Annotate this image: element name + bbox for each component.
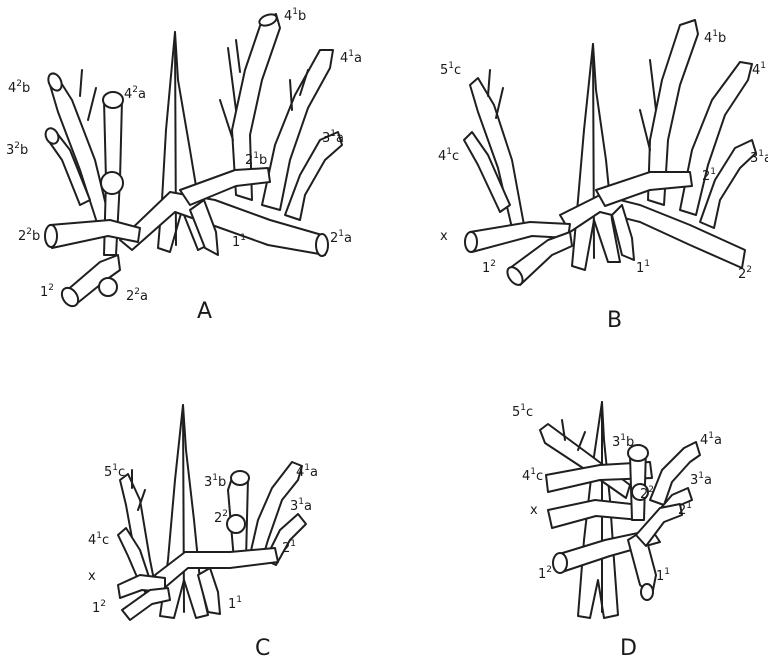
panel-d-label-l1_1: 11 [656, 567, 670, 584]
panel-a-tube-end-2b2 [45, 225, 57, 247]
panel-b-label-l1_1: 11 [636, 259, 650, 276]
panel-a-node-2a2 [99, 278, 117, 296]
panel-a-label-l2b1: 21b [245, 151, 267, 168]
panel-b-label-lx: x [440, 229, 448, 244]
panel-b-tube-end-x [465, 232, 477, 252]
panel-a-label-l2a1: 21a [330, 229, 352, 246]
panel-b-branch-2-1 [596, 172, 692, 206]
panel-a [43, 12, 342, 309]
panel-b-label-l2_2: 22 [738, 265, 752, 282]
panel-b-spike-midline [593, 44, 594, 258]
panel-a-twigs-left [80, 70, 96, 120]
panel-b-label-l4c1: 41c [438, 147, 459, 164]
panel-c-letter: C [255, 636, 270, 661]
panel-d-label-l2_1: 21 [678, 501, 692, 518]
panel-a-label-l4b1: 41b [284, 7, 306, 24]
panel-b-label-l4a1: 41 [752, 61, 766, 78]
panel-c-label-l4c1: 41c [88, 531, 109, 548]
panel-a-label-l4a1: 41a [340, 49, 362, 66]
panel-b [464, 20, 756, 288]
panel-d-tube-end-1-2 [553, 553, 567, 573]
panel-b-label-l4b1: 41b [704, 29, 726, 46]
panel-b-label-l3a1: 31a [750, 149, 768, 166]
panel-a-label-l4a2: 42a [124, 85, 146, 102]
panel-b-central-spike [572, 44, 620, 270]
panel-b-letter: B [607, 308, 622, 333]
panel-d-label-l1_2: 12 [538, 565, 552, 582]
panel-d-label-l3a1: 31a [690, 471, 712, 488]
panel-c [118, 405, 306, 620]
panel-a-label-l3b2: 32b [6, 141, 28, 158]
panel-d-label-l4c1: 41c [522, 467, 543, 484]
panel-a-label-l1_1: 11 [232, 233, 246, 250]
panel-a-label-l1_2: 12 [40, 283, 54, 300]
panel-c-label-l3a1: 31a [290, 497, 312, 514]
panel-c-label-lx: x [88, 569, 96, 584]
panel-c-label-l4a1: 41a [296, 463, 318, 480]
panel-d-tube-end-1-1 [641, 584, 653, 600]
panel-b-label-l1_2: 12 [482, 259, 496, 276]
panel-a-label-l2b2: 22b [18, 227, 40, 244]
panel-d-label-lx: x [530, 503, 538, 518]
panel-c-label-l5c1: 51c [104, 463, 125, 480]
panel-d-letter: D [620, 636, 637, 661]
panel-d-label-l5c1: 51c [512, 403, 533, 420]
panel-a-tube-end-4a2 [103, 92, 123, 108]
panel-a-label-l4b2: 42b [8, 79, 30, 96]
panel-c-label-l2_2: 22 [214, 509, 228, 526]
panel-a-letter: A [197, 299, 212, 324]
panel-c-tube-end-3b1 [231, 471, 249, 485]
panel-a-tube-end-2a [316, 234, 328, 256]
panel-b-label-l5c1: 51c [440, 61, 461, 78]
panel-c-label-l1_2: 12 [92, 599, 106, 616]
panel-a-node-3b2 [101, 172, 123, 194]
panel-d-label-l3b1: 31b [612, 433, 634, 450]
panel-c-label-l1_1: 11 [228, 595, 242, 612]
panel-c-spike-midline [183, 405, 184, 612]
panel-c-label-l3b1: 31b [204, 473, 226, 490]
panel-a-label-l2a2: 22a [126, 287, 148, 304]
panel-c-label-l2_1: 21 [282, 539, 296, 556]
panel-d-label-l4a1: 41a [700, 431, 722, 448]
panel-c-node-2-2 [227, 515, 245, 533]
